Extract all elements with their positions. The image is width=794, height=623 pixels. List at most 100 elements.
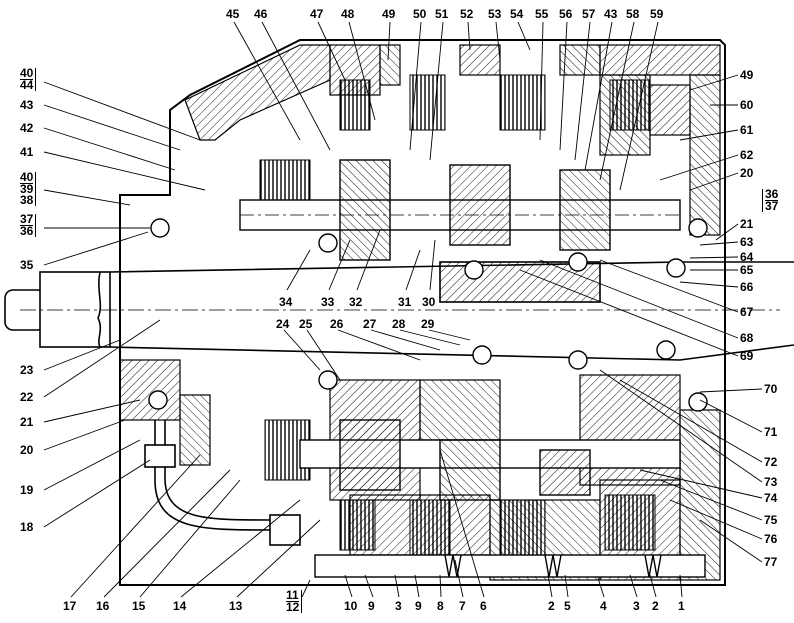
callout-bottom: 15: [132, 599, 146, 613]
callout-left-pair-item: 38: [20, 193, 34, 207]
callout-mid: 34: [279, 295, 293, 309]
callout-left-pair: 37 36: [20, 212, 37, 238]
bottom-shift-rod: [314, 554, 706, 578]
callout-left-pair: 40 39 38: [20, 170, 37, 207]
callout-bottom: 10: [344, 599, 358, 613]
callout-bottom: 5: [564, 599, 571, 613]
callout-right: 64: [740, 250, 754, 264]
callout-left: 22: [20, 390, 34, 404]
callout-mid: 24: [276, 317, 290, 331]
callout-top: 48: [341, 7, 355, 21]
clutch-packs-bottom: [264, 419, 656, 556]
callout-right: 60: [740, 98, 754, 112]
callout-mid: 32: [349, 295, 363, 309]
callout-top: 54: [510, 7, 524, 21]
leader-lines: [43, 21, 763, 598]
callout-top: 55: [535, 7, 549, 21]
callout-mid: 28: [392, 317, 406, 331]
callout-right-pair: 36 37: [762, 187, 779, 213]
callout-top: 56: [559, 7, 573, 21]
callout-right: 77: [764, 555, 778, 569]
callout-right: 63: [740, 235, 754, 249]
callout-bottom: 3: [395, 599, 402, 613]
callout-bottom: 14: [173, 599, 187, 613]
callout-top: 52: [460, 7, 474, 21]
callout-right: 66: [740, 280, 754, 294]
callout-bottom: 1: [678, 599, 685, 613]
callout-left: 18: [20, 520, 34, 534]
callout-bottom: 2: [548, 599, 555, 613]
callout-left: 41: [20, 145, 34, 159]
callout-mid: 26: [330, 317, 344, 331]
callout-top: 58: [626, 7, 640, 21]
callout-left: 19: [20, 483, 34, 497]
lower-countershaft: [299, 419, 681, 501]
callout-top: 47: [310, 7, 324, 21]
callout-bottom: 8: [437, 599, 444, 613]
callout-top: 57: [582, 7, 596, 21]
callout-bottom: 7: [459, 599, 466, 613]
callout-right: 70: [764, 382, 778, 396]
callout-bottom: 13: [229, 599, 243, 613]
callout-right-pair-bottom: 37: [765, 199, 779, 213]
callout-bottom: 16: [96, 599, 110, 613]
callout-mid: 27: [363, 317, 377, 331]
callout-top: 43: [604, 7, 618, 21]
callout-bottom: 9: [368, 599, 375, 613]
callout-bottom-pair-top: 11: [286, 588, 300, 602]
callout-mid: 29: [421, 317, 435, 331]
callout-left: 35: [20, 258, 34, 272]
callout-bottom-pair: 11 12: [286, 588, 303, 614]
callout-left-pair: 40 44: [20, 66, 37, 92]
callout-left-pair-item: 39: [20, 182, 34, 196]
callout-right: 71: [764, 425, 778, 439]
bearings: [148, 218, 708, 412]
callout-left-pair-item: 40: [20, 170, 34, 184]
callout-right: 76: [764, 532, 778, 546]
callout-left: 23: [20, 363, 34, 377]
callout-left: 43: [20, 98, 34, 112]
callout-left-pair-bottom: 36: [20, 224, 34, 238]
callout-mid: 25: [299, 317, 313, 331]
callout-bottom: 2: [652, 599, 659, 613]
callout-top: 53: [488, 7, 502, 21]
callout-right: 73: [764, 475, 778, 489]
callout-left-pair-top: 37: [20, 212, 34, 226]
callout-bottom: 6: [480, 599, 487, 613]
callout-right: 68: [740, 331, 754, 345]
callout-bottom: 4: [600, 599, 607, 613]
callout-right: 62: [740, 148, 754, 162]
callout-right: 67: [740, 305, 754, 319]
callout-right: 75: [764, 513, 778, 527]
callout-top: 50: [413, 7, 427, 21]
callout-top: 46: [254, 7, 268, 21]
callout-mid: 33: [321, 295, 335, 309]
callout-top: 49: [382, 7, 396, 21]
housing: [119, 39, 726, 586]
callout-bottom-pair-bottom: 12: [286, 600, 300, 614]
callout-mid: 31: [398, 295, 412, 309]
callout-bottom: 17: [63, 599, 77, 613]
callout-right-pair-top: 36: [765, 187, 779, 201]
callout-right: 65: [740, 263, 754, 277]
callout-left-pair-bottom: 44: [20, 78, 34, 92]
callout-left: 42: [20, 121, 34, 135]
callout-top: 51: [435, 7, 449, 21]
callout-top: 59: [650, 7, 664, 21]
callout-top: 45: [226, 7, 240, 21]
upper-countershaft: [239, 159, 681, 261]
callout-right: 49: [740, 68, 754, 82]
callout-right: 72: [764, 455, 778, 469]
callout-left: 20: [20, 443, 34, 457]
callout-left: 21: [20, 415, 34, 429]
callout-bottom: 9: [415, 599, 422, 613]
callout-right: 61: [740, 123, 754, 137]
callout-right: 74: [764, 491, 778, 505]
callout-right: 20: [740, 166, 754, 180]
callout-right: 21: [740, 217, 754, 231]
callout-mid: 30: [422, 295, 436, 309]
callout-right: 69: [740, 349, 754, 363]
callout-left-pair-top: 40: [20, 66, 34, 80]
